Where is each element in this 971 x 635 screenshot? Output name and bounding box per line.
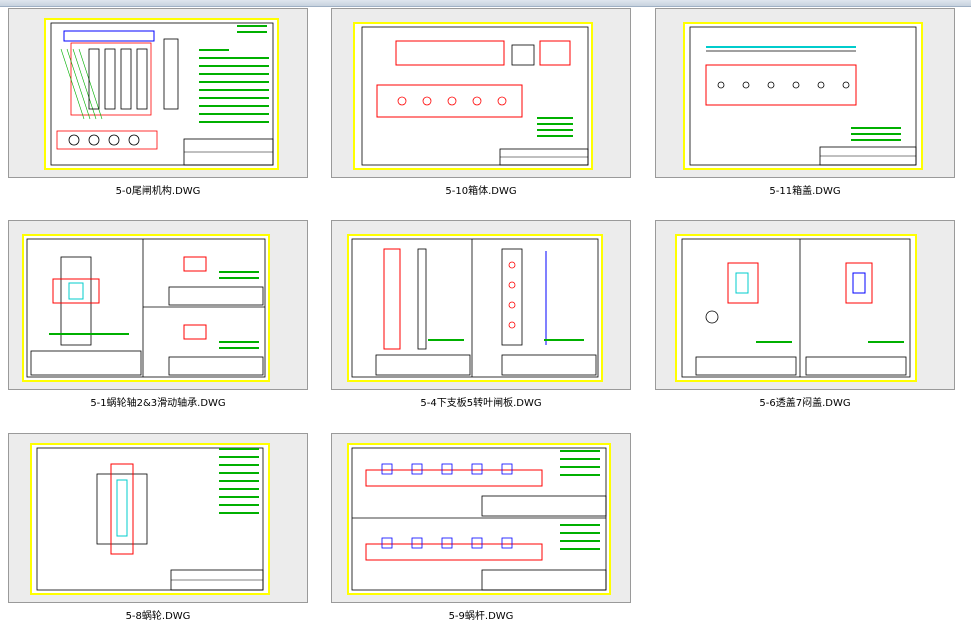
- file-thumbnail[interactable]: 5-0尾闸机构.DWG: [8, 8, 308, 197]
- dwg-preview-drawing: [683, 22, 923, 170]
- dwg-preview: [331, 433, 631, 603]
- file-thumbnail[interactable]: 5-8蜗轮.DWG: [8, 433, 308, 622]
- dwg-preview-drawing: [347, 443, 611, 595]
- dwg-preview: [655, 220, 955, 390]
- dwg-preview-drawing: [30, 443, 270, 595]
- file-thumbnail[interactable]: 5-4下支板5转叶闸板.DWG: [331, 220, 631, 409]
- dwg-preview-drawing: [353, 22, 593, 170]
- dwg-preview: [8, 433, 308, 603]
- file-name-label: 5-8蜗轮.DWG: [125, 611, 191, 622]
- file-name-label: 5-4下支板5转叶闸板.DWG: [420, 398, 542, 409]
- file-thumbnail[interactable]: 5-1蜗轮轴2&3滑动轴承.DWG: [8, 220, 308, 409]
- file-name-label: 5-1蜗轮轴2&3滑动轴承.DWG: [90, 398, 226, 409]
- dwg-preview: [655, 8, 955, 178]
- dwg-preview: [8, 220, 308, 390]
- dwg-preview: [331, 8, 631, 178]
- dwg-preview: [8, 8, 308, 178]
- file-name-label: 5-9蜗杆.DWG: [448, 611, 514, 622]
- file-thumbnail[interactable]: 5-10箱体.DWG: [331, 8, 631, 197]
- file-thumbnail[interactable]: 5-6透盖7闷盖.DWG: [655, 220, 955, 409]
- dwg-preview-drawing: [675, 234, 917, 382]
- file-name-label: 5-0尾闸机构.DWG: [115, 186, 201, 197]
- file-thumbnail[interactable]: 5-11箱盖.DWG: [655, 8, 955, 197]
- dwg-preview: [331, 220, 631, 390]
- file-thumbnail[interactable]: 5-9蜗杆.DWG: [331, 433, 631, 622]
- file-name-label: 5-6透盖7闷盖.DWG: [759, 398, 851, 409]
- file-name-label: 5-11箱盖.DWG: [769, 186, 841, 197]
- dwg-preview-drawing: [22, 234, 270, 382]
- window-top-edge: [0, 0, 971, 7]
- dwg-preview-drawing: [44, 18, 279, 170]
- file-thumbnail-grid: 5-0尾闸机构.DWG 5: [0, 6, 971, 635]
- dwg-preview-drawing: [347, 234, 603, 382]
- file-name-label: 5-10箱体.DWG: [445, 186, 517, 197]
